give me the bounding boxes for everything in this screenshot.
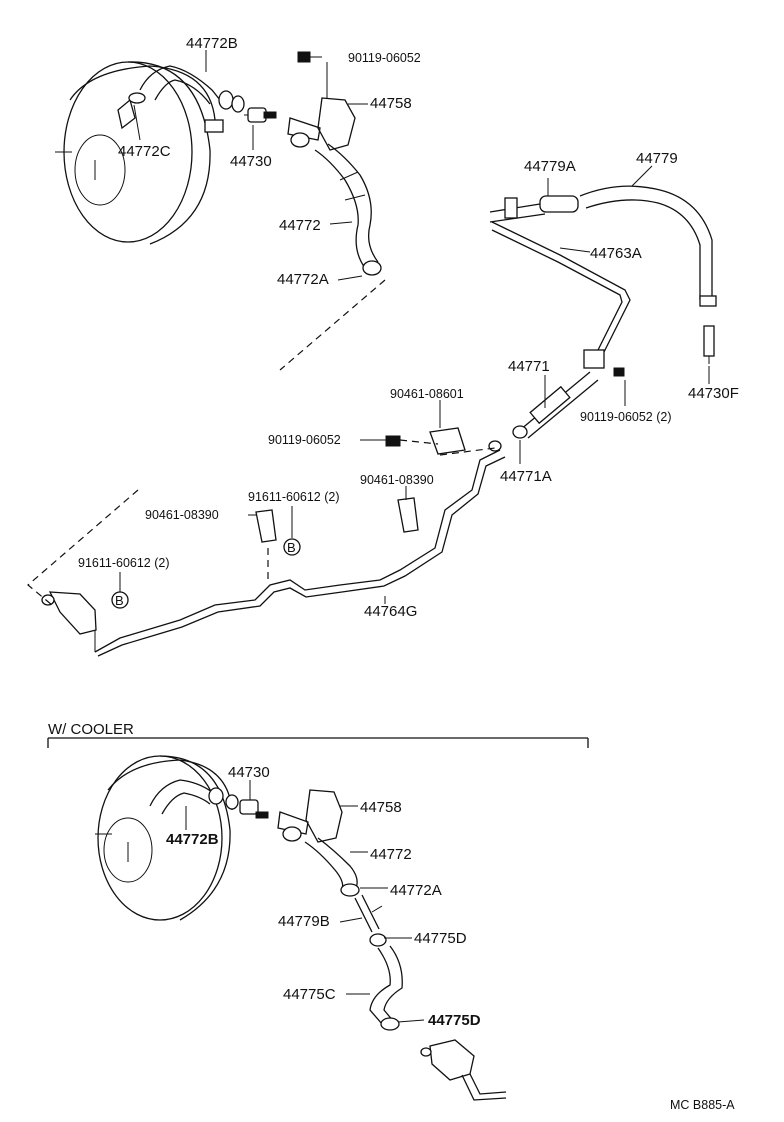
clip-90461-08601	[385, 427, 466, 455]
cooler-section-bracket	[47, 737, 589, 748]
label-44772A: 44772A	[277, 271, 329, 288]
check-valve-44730	[244, 107, 277, 123]
label-44779: 44779	[636, 150, 678, 167]
label-44772-lower: 44772	[370, 846, 412, 863]
vacuum-hose-44772B	[128, 65, 245, 113]
label-90119-06052-b: 90119-06052	[268, 433, 341, 447]
hose-44772-lower	[304, 837, 360, 897]
label-44772C: 44772C	[118, 143, 171, 160]
label-44775C: 44775C	[283, 986, 336, 1003]
diagram-code: MC B885-A	[670, 1098, 735, 1112]
bracket-44758	[287, 51, 356, 151]
pipe-44771	[512, 367, 625, 439]
label-44763A: 44763A	[590, 245, 642, 262]
hose-44772	[314, 143, 382, 276]
label-44730F: 44730F	[688, 385, 739, 402]
upper-right-hose-44779	[489, 185, 717, 364]
upper-dashed-lines	[27, 279, 496, 606]
label-44758: 44758	[370, 95, 412, 112]
check-valve-44730-lower	[225, 794, 269, 819]
pipe-44763A	[491, 221, 631, 369]
label-44772B-lower: 44772B	[166, 831, 219, 848]
label-90119-06052: 90119-06052	[348, 51, 421, 65]
pipe-44779B	[354, 894, 387, 947]
cooler-section-title: W/ COOLER	[48, 721, 134, 738]
clips-90461-08390	[255, 497, 419, 543]
label-44758-lower: 44758	[360, 799, 402, 816]
label-44771A: 44771A	[500, 468, 552, 485]
bracket-44758-lower	[277, 789, 343, 843]
ref-b-marker-b: B	[115, 593, 124, 608]
label-91611-60612-a: 91611-60612 (2)	[248, 490, 340, 504]
label-90461-08601: 90461-08601	[390, 387, 464, 401]
ref-b-markers	[111, 538, 301, 609]
label-90461-08390-a: 90461-08390	[360, 473, 434, 487]
brake-booster-lower	[95, 755, 233, 921]
label-90119-06052-2: 90119-06052 (2)	[580, 410, 672, 424]
label-44730: 44730	[230, 153, 272, 170]
lower-leader-lines	[185, 780, 425, 1023]
hose-44772B-lower	[149, 779, 224, 815]
label-91611-60612-b: 91611-60612 (2)	[78, 556, 170, 570]
label-44779A: 44779A	[524, 158, 576, 175]
brake-booster-upper	[55, 61, 224, 245]
label-44771: 44771	[508, 358, 550, 375]
label-90461-08390-b: 90461-08390	[145, 508, 219, 522]
label-44772: 44772	[279, 217, 321, 234]
left-fitting	[41, 591, 97, 652]
label-44779B: 44779B	[278, 913, 330, 930]
lower-fitting	[420, 1039, 507, 1101]
label-44772B: 44772B	[186, 35, 238, 52]
ref-b-marker-a: B	[287, 540, 296, 555]
label-44730-lower: 44730	[228, 764, 270, 781]
label-44775D-a: 44775D	[414, 930, 467, 947]
label-44775D-b: 44775D	[428, 1012, 481, 1029]
label-44764G: 44764G	[364, 603, 417, 620]
label-44772A-lower: 44772A	[390, 882, 442, 899]
hose-44775C	[369, 945, 403, 1031]
upper-leader-lines	[119, 50, 710, 604]
